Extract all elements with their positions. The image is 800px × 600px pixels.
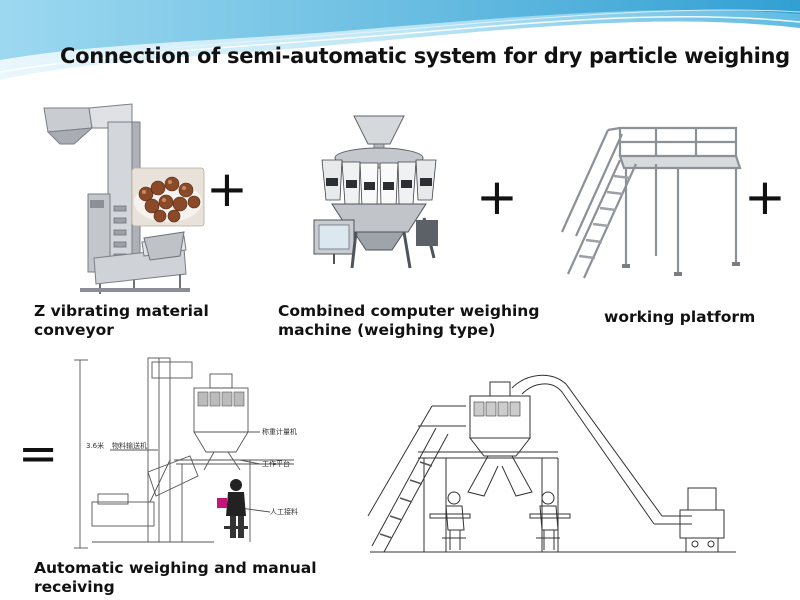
caption-weighing-machine-line2: machine (weighing type) xyxy=(278,321,496,339)
plus-sign-2: + xyxy=(476,168,518,226)
drawing-label-manual: 人工接料 xyxy=(270,507,298,516)
caption-z-conveyor-line2: conveyor xyxy=(34,321,114,339)
drawing-label-conveyor: 物料输送机 xyxy=(112,441,147,450)
header-wave-decoration xyxy=(0,0,800,80)
z-conveyor-image xyxy=(43,103,205,294)
caption-result-line2: receiving xyxy=(34,578,115,596)
caption-z-conveyor-line1: Z vibrating material xyxy=(34,302,209,320)
slide-title: Connection of semi-automatic system for … xyxy=(60,44,790,68)
weighing-machine-image xyxy=(313,115,438,269)
drawing-label-platform: 工作平台 xyxy=(262,459,290,468)
front-view-drawing xyxy=(367,374,736,553)
caption-working-platform: working platform xyxy=(604,308,756,326)
caption-weighing-machine: Combined computer weighing machine (weig… xyxy=(278,302,578,340)
caption-z-conveyor: Z vibrating material conveyor xyxy=(34,302,254,340)
caption-result: Automatic weighing and manual receiving xyxy=(34,559,334,597)
caption-result-line1: Automatic weighing and manual xyxy=(34,559,317,577)
plus-sign-1: + xyxy=(206,160,248,218)
drawing-label-height: 3.6米 xyxy=(86,441,104,450)
side-view-drawing: 3.6米 物料输送机 称重计量机 工作平台 人工接料 xyxy=(74,357,298,549)
operator-figure xyxy=(217,479,248,538)
drawing-label-weigher: 称重计量机 xyxy=(262,427,297,436)
plus-sign-3: + xyxy=(744,168,786,226)
working-platform-image xyxy=(560,126,742,279)
equals-sign: = xyxy=(18,426,59,482)
caption-weighing-machine-line1: Combined computer weighing xyxy=(278,302,540,320)
